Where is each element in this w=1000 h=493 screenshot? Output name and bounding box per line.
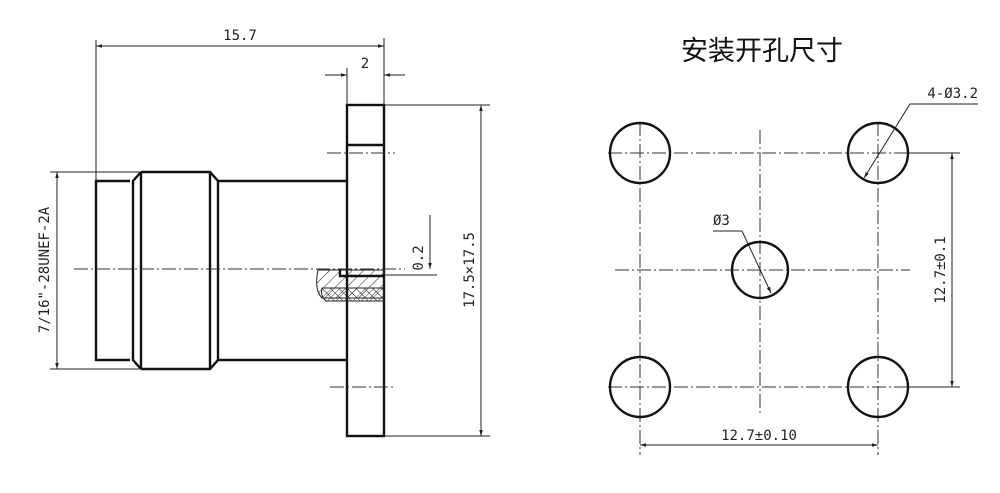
flange-size-dimension: 17.5×17.5 (462, 232, 478, 308)
thread-dimension: 7/16"-28UNEF-2A (37, 206, 53, 333)
flange-thickness-dimension: 2 (361, 56, 369, 72)
length-dimension: 15.7 (223, 28, 257, 44)
connector-side-view: 15.7 2 7/16"-28UNEF-2A 0.2 17.5×17.5 (37, 28, 490, 438)
gap-dimension: 0.2 (411, 245, 427, 270)
corner-hole-dimension: 4-Ø3.2 (927, 86, 978, 102)
corner-hole (608, 355, 672, 419)
center-hole (730, 240, 790, 300)
vertical-spacing-dimension: 12.7±0.1 (933, 236, 949, 303)
insulator-section (321, 287, 385, 302)
connector-front (94, 179, 130, 362)
center-hole-dimension: Ø3 (713, 213, 730, 229)
corner-hole (608, 121, 672, 185)
connector-body (216, 179, 347, 362)
mounting-hole-view: 安装开孔尺寸 4-Ø3.2 Ø3 12.7±0.1 12.7±0.10 (608, 36, 978, 455)
coupling-nut (131, 170, 219, 371)
mounting-title: 安装开孔尺寸 (681, 36, 843, 67)
horizontal-spacing-dimension: 12.7±0.10 (721, 428, 797, 444)
